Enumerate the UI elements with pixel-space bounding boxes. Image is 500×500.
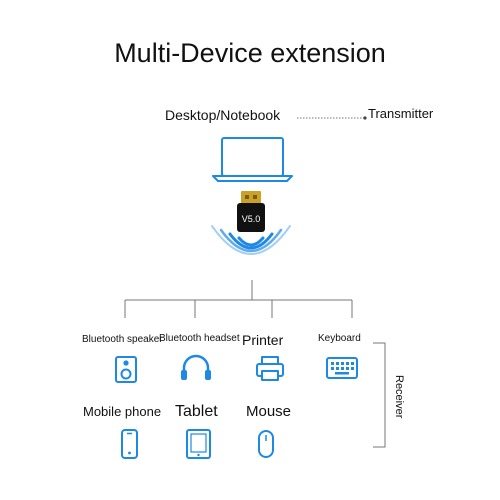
usb-dongle-icon: V5.0 xyxy=(237,191,265,232)
printer-icon xyxy=(256,356,284,381)
headphones-icon xyxy=(181,354,211,380)
device-label-bluetooth-headset: Bluetooth headset xyxy=(159,333,240,344)
transmitter-pointer xyxy=(297,116,367,120)
tablet-icon xyxy=(186,429,211,459)
speaker-icon xyxy=(115,356,137,383)
transmitter-label: Transmitter xyxy=(368,106,434,121)
device-label-bluetooth-speaker: Bluetooth speaker xyxy=(82,334,163,345)
mouse-icon xyxy=(258,430,274,458)
dongle-version-label: V5.0 xyxy=(242,214,261,224)
mobile-phone-icon xyxy=(121,429,138,459)
device-label-tablet: Tablet xyxy=(175,403,218,420)
receiver-label: Receiver xyxy=(393,375,405,419)
signal-waves-icon xyxy=(211,225,291,255)
tree-connectors xyxy=(124,280,353,318)
keyboard-icon xyxy=(326,357,358,379)
diagram-title: Multi-Device extension xyxy=(114,38,386,68)
device-label-printer: Printer xyxy=(242,332,284,348)
device-label-mobile-phone: Mobile phone xyxy=(83,404,162,419)
device-label-mouse: Mouse xyxy=(246,403,292,420)
laptop-icon xyxy=(212,137,293,182)
host-label: Desktop/Notebook xyxy=(165,107,281,123)
device-label-keyboard: Keyboard xyxy=(318,333,361,344)
receiver-bracket xyxy=(373,342,386,448)
